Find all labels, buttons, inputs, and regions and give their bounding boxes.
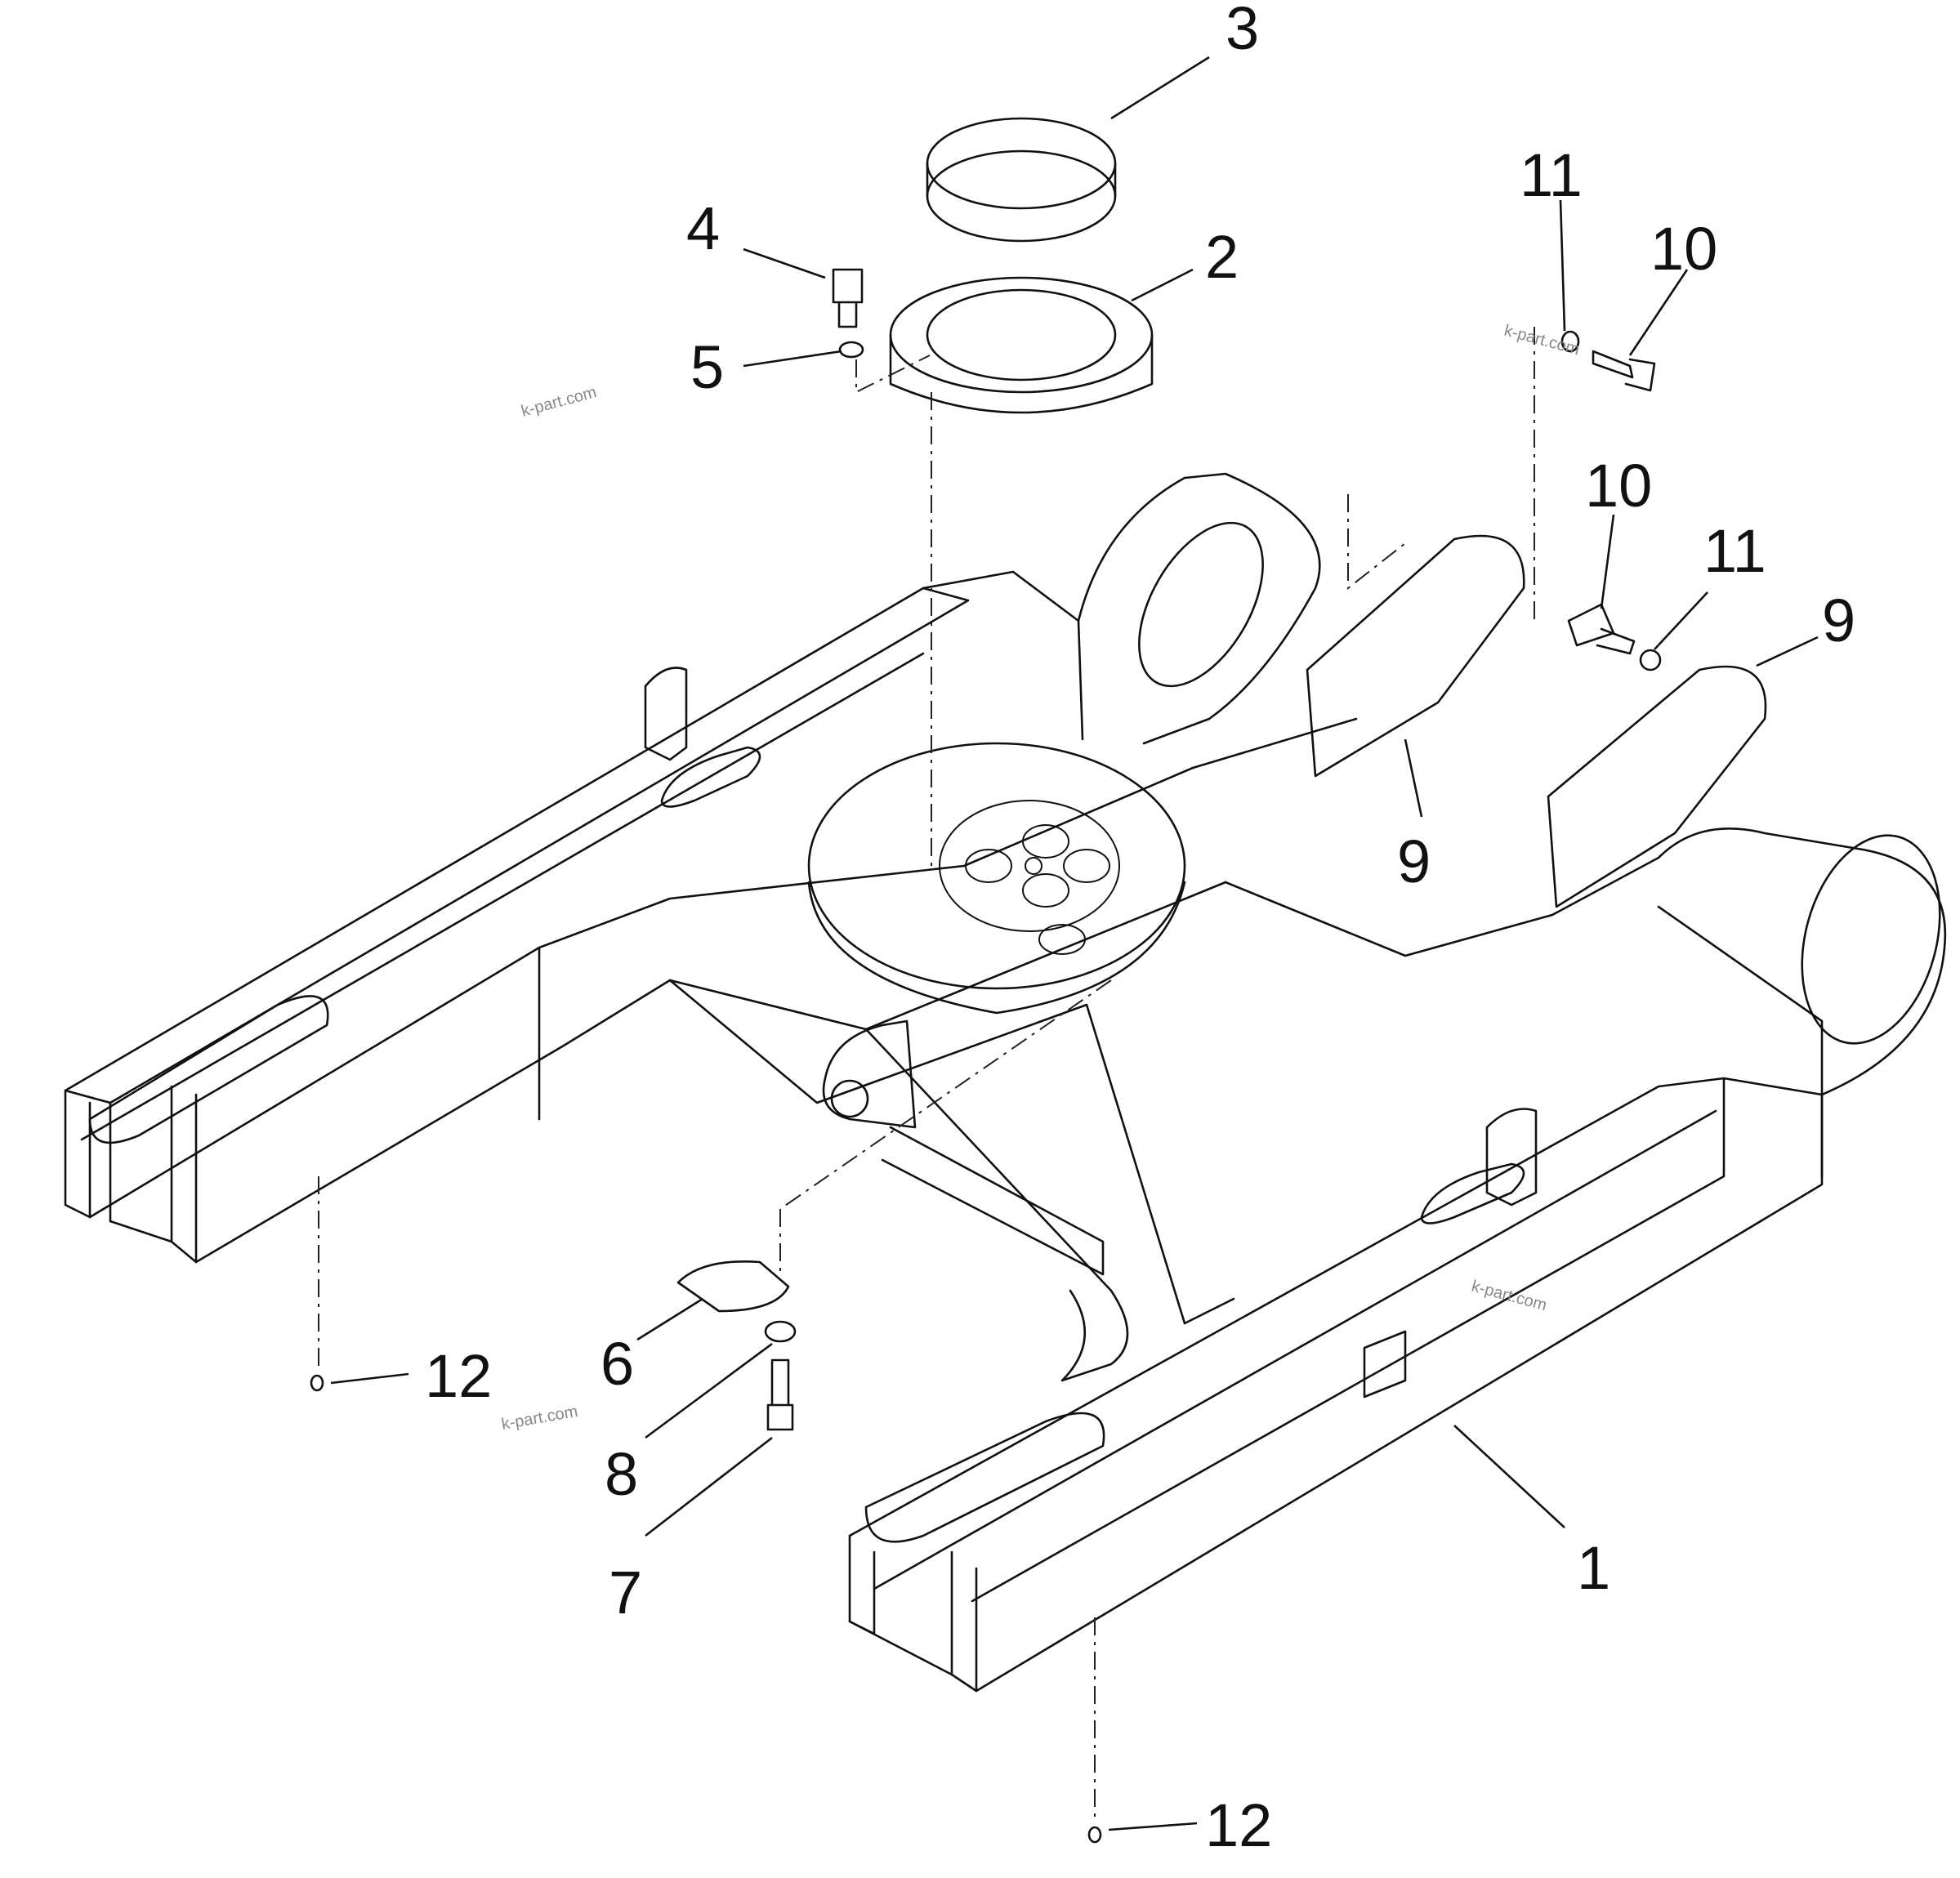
- plug-part-12b: [1087, 1826, 1102, 1844]
- bolt-part-7: [766, 1358, 794, 1431]
- ring-part-2: [889, 276, 1154, 414]
- bolt-part-10b: [1567, 603, 1636, 655]
- callout-6: 6: [601, 1330, 634, 1398]
- track-frame: [64, 472, 1947, 1693]
- watermark: k-part.com: [520, 383, 599, 421]
- callout-8: 8: [605, 1440, 638, 1508]
- washer-part-8: [764, 1320, 797, 1343]
- bolt-part-10a: [1592, 350, 1656, 392]
- callout-9a: 9: [1397, 827, 1431, 895]
- callout-10b: 10: [1585, 452, 1652, 520]
- watermark: k-part.com: [500, 1403, 579, 1434]
- callout-7: 7: [609, 1559, 642, 1626]
- swing-circle-mount: [807, 742, 1186, 1015]
- callout-12a: 12: [425, 1342, 492, 1410]
- cover-plate-part-6: [676, 1260, 790, 1313]
- cover-part-9a: [1306, 534, 1525, 778]
- seal-part-3: [926, 117, 1117, 243]
- plug-part-12a: [310, 1374, 324, 1392]
- callout-5: 5: [690, 333, 724, 401]
- callout-11b: 11: [1703, 517, 1766, 585]
- callout-2: 2: [1205, 223, 1239, 291]
- callout-9b: 9: [1822, 587, 1855, 654]
- callouts: 1 2 3 4 5 6 7 8 9 9 10 10 11 11 12 12: [425, 0, 1855, 1859]
- watermark: k-part.com: [1502, 322, 1582, 359]
- callout-4: 4: [686, 194, 720, 262]
- callout-3: 3: [1226, 0, 1259, 62]
- cover-part-9b: [1547, 665, 1767, 908]
- callout-10a: 10: [1650, 215, 1717, 283]
- leader-lines: [330, 56, 1819, 1831]
- callout-1: 1: [1577, 1534, 1610, 1602]
- callout-11a: 11: [1520, 141, 1583, 209]
- bolt-part-4: [832, 268, 864, 328]
- washer-part-5: [838, 341, 864, 359]
- washer-part-11a: [1560, 330, 1580, 353]
- callout-12b: 12: [1205, 1791, 1272, 1859]
- assembly-lines: [318, 327, 1535, 1822]
- washer-part-11b: [1639, 649, 1662, 671]
